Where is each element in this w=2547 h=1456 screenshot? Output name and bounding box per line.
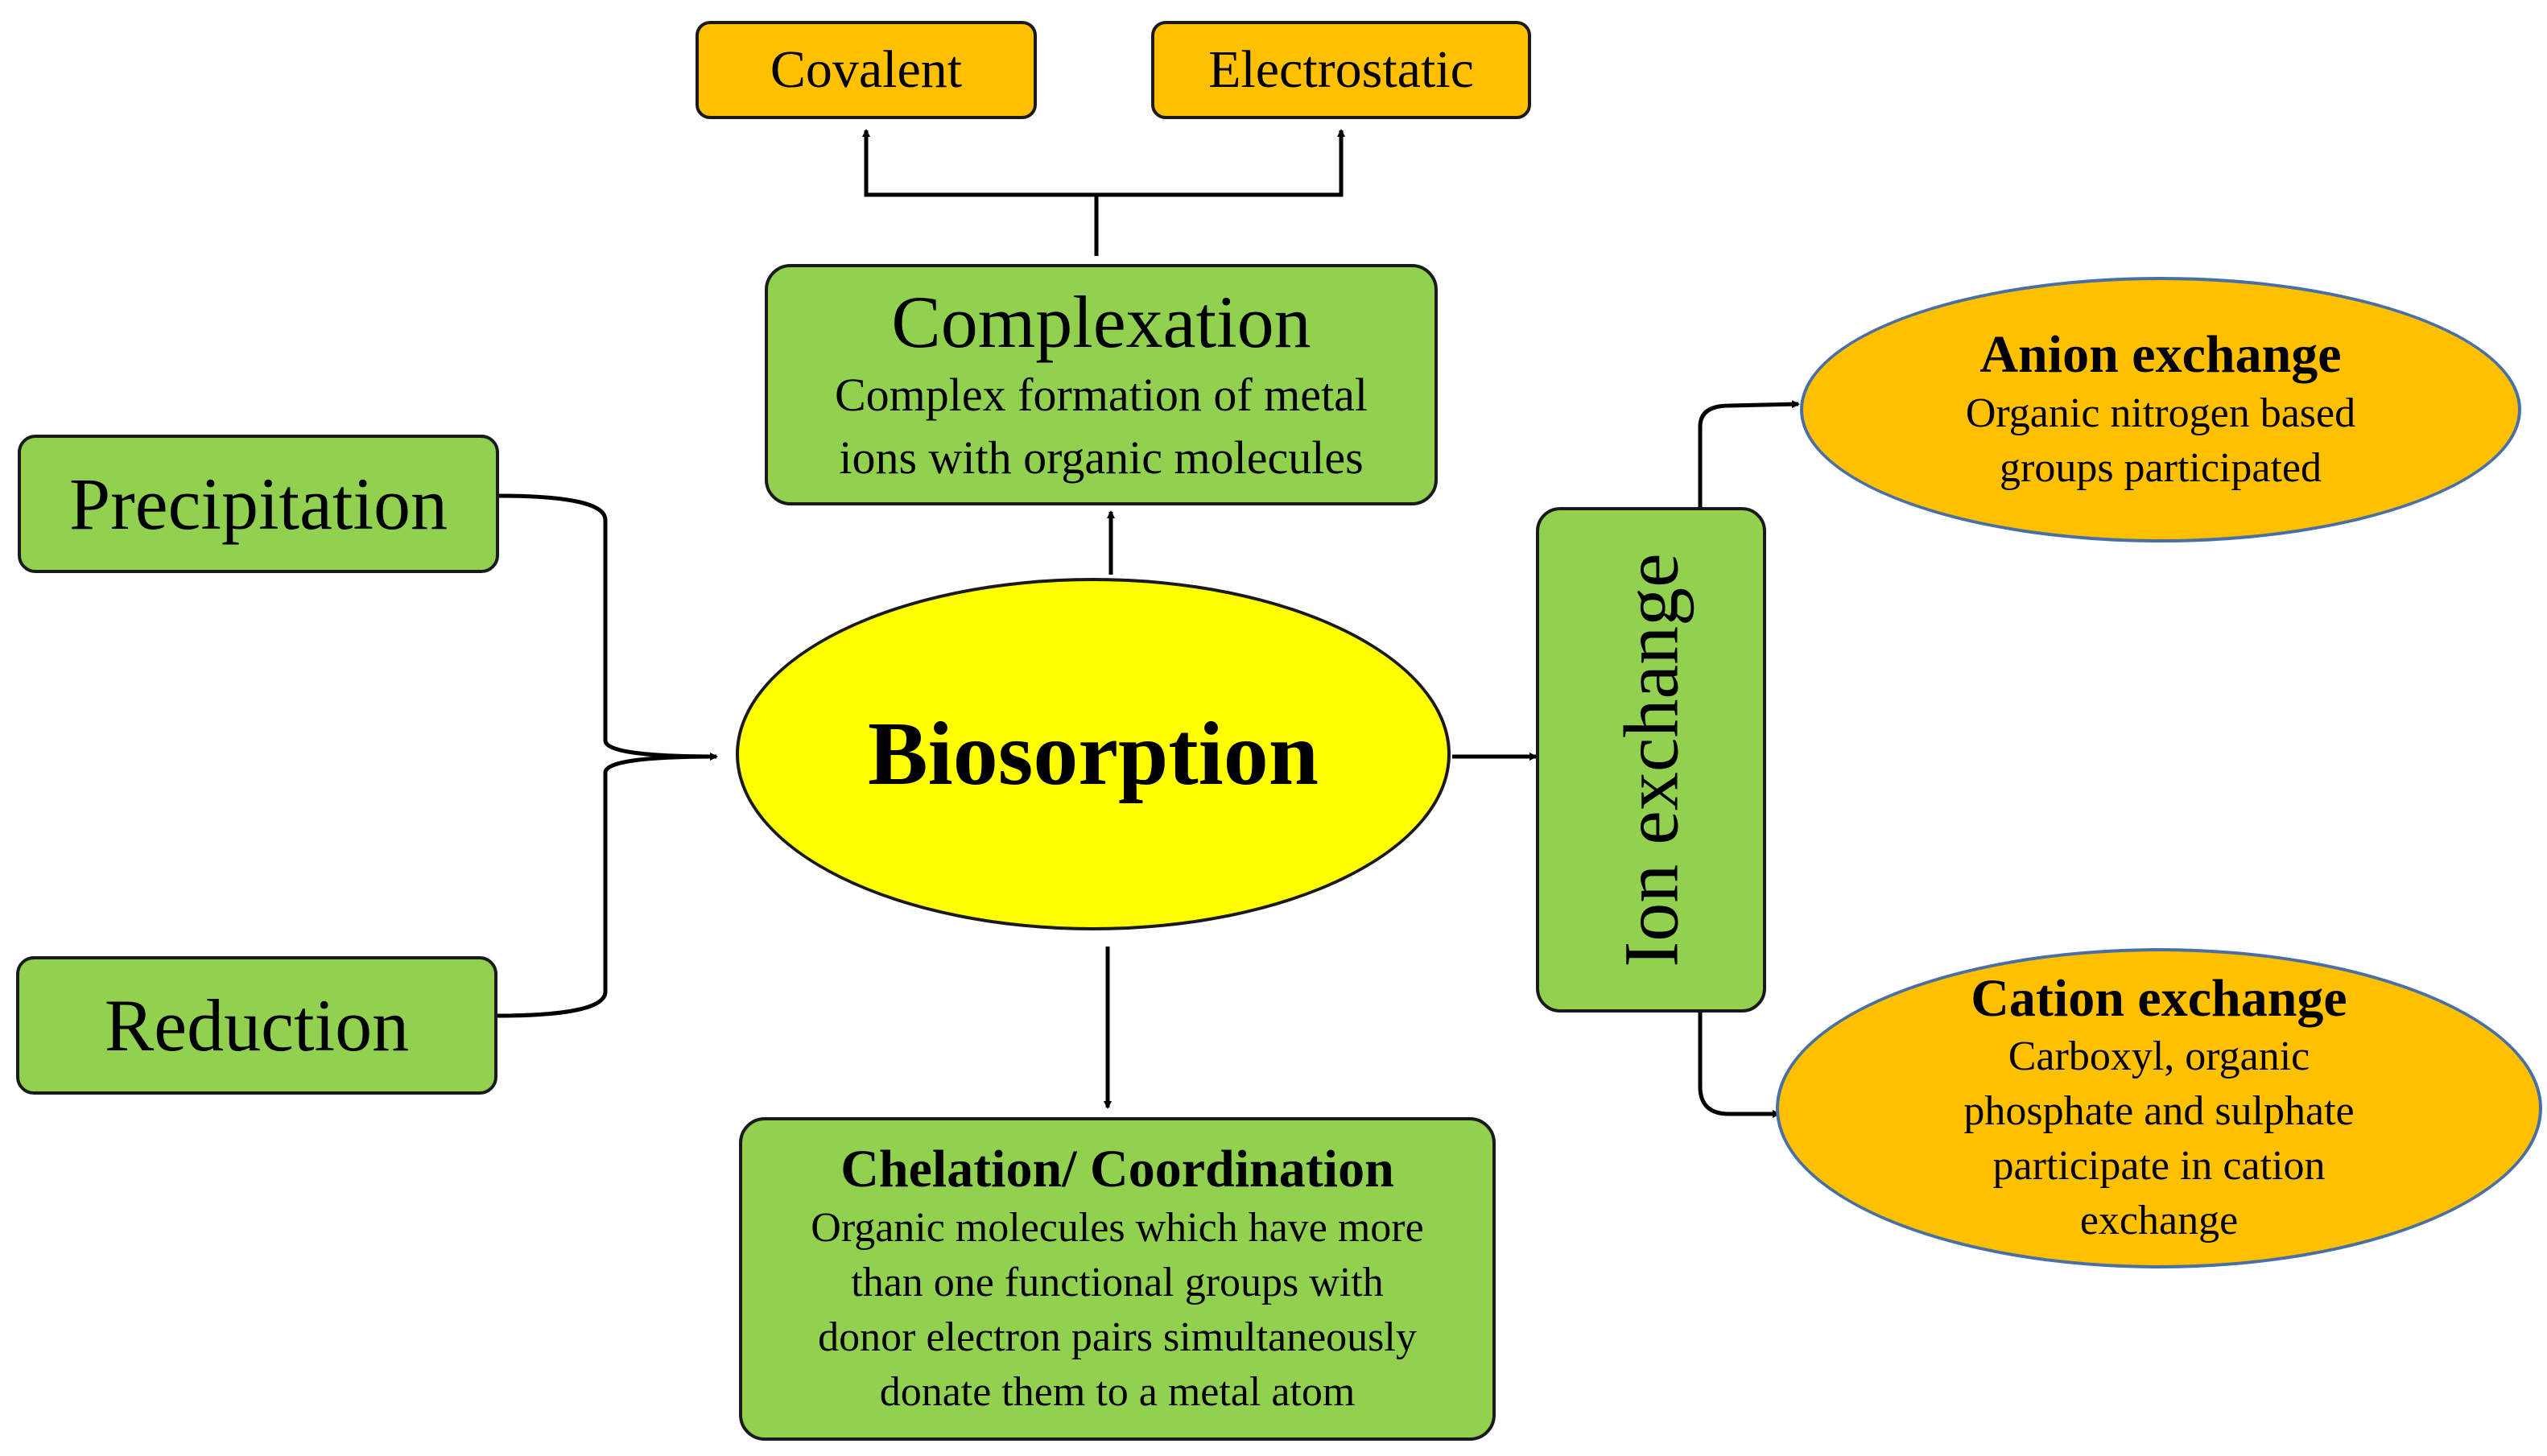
chelation-title: Chelation/ Coordination xyxy=(840,1140,1394,1198)
connector-covalent xyxy=(862,129,1096,197)
electrostatic-label: Electrostatic xyxy=(1208,40,1474,99)
precipitation-box: Precipitation xyxy=(18,435,499,573)
anion-exchange-ellipse: Anion exchange Organic nitrogen based gr… xyxy=(1800,277,2521,542)
chelation-desc-line: donor electron pairs simultaneously xyxy=(818,1314,1417,1360)
connector-to-anion xyxy=(1698,400,1800,507)
cation-exchange-desc-line: Carboxyl, organic xyxy=(2008,1033,2310,1079)
anion-exchange-desc-line: Organic nitrogen based xyxy=(1965,390,2356,436)
biosorption-label: Biosorption xyxy=(867,703,1319,804)
connector-to-cation xyxy=(1698,1011,1781,1118)
chelation-box: Chelation/ Coordination Organic molecule… xyxy=(739,1117,1496,1441)
chelation-desc-line: than one functional groups with xyxy=(851,1260,1384,1305)
chelation-desc-line: Organic molecules which have more xyxy=(811,1205,1424,1251)
cation-exchange-ellipse: Cation exchange Carboxyl, organic phosph… xyxy=(1776,948,2542,1268)
covalent-box: Covalent xyxy=(696,21,1037,119)
cation-exchange-desc-line: participate in cation xyxy=(1992,1143,2326,1189)
connector-electrostatic xyxy=(1096,129,1345,197)
ion-exchange-label: Ion exchange xyxy=(1608,552,1695,967)
chelation-desc-line: donate them to a metal atom xyxy=(879,1369,1356,1415)
complexation-title: Complexation xyxy=(891,281,1311,363)
covalent-label: Covalent xyxy=(770,40,963,99)
reduction-label: Reduction xyxy=(104,984,410,1066)
complexation-desc-line: Complex formation of metal xyxy=(834,369,1368,421)
reduction-box: Reduction xyxy=(16,956,497,1095)
complexation-desc-line: ions with organic molecules xyxy=(839,431,1364,484)
connector-reduction xyxy=(495,754,717,1018)
electrostatic-box: Electrostatic xyxy=(1151,21,1531,119)
complexation-box: Complexation Complex formation of metal … xyxy=(765,264,1438,505)
anion-exchange-desc-line: groups participated xyxy=(2000,445,2322,491)
cation-exchange-desc-line: phosphate and sulphate xyxy=(1963,1088,2355,1134)
precipitation-label: Precipitation xyxy=(68,463,448,545)
cation-exchange-title: Cation exchange xyxy=(1971,969,2347,1028)
biosorption-ellipse: Biosorption xyxy=(736,578,1451,930)
cation-exchange-desc-line: exchange xyxy=(2079,1198,2239,1244)
connector-precipitation xyxy=(497,493,718,761)
anion-exchange-title: Anion exchange xyxy=(1979,325,2342,384)
ion-exchange-box: Ion exchange xyxy=(1536,507,1766,1013)
